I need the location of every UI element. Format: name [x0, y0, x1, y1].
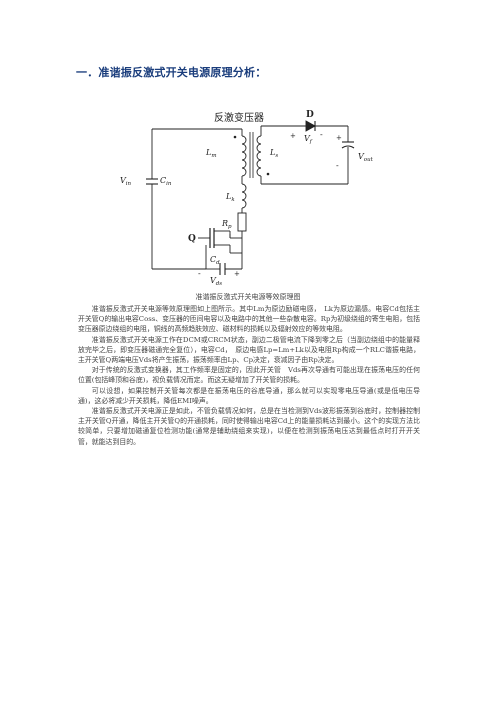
vds-minus: - [198, 269, 201, 278]
svg-text:Cin: Cin [160, 176, 172, 187]
cin-label: C [160, 176, 166, 185]
svg-text:Vin: Vin [120, 176, 132, 187]
vds-label: V [210, 276, 217, 285]
vout-label: V [358, 152, 365, 161]
cd-label: C [210, 255, 216, 264]
figure-caption: 准谐振反激式开关电源等效原理图 [195, 293, 301, 301]
section-heading: 一．准谐振反激式开关电源原理分析： [76, 66, 267, 79]
lm-subscript: m [211, 153, 216, 159]
vf-minus: - [320, 130, 323, 139]
paragraph-1: 准谐振反激式开关电源等效原理图如上图所示。其中Lm为原边励磁电感， Lk为原边漏… [78, 305, 420, 334]
lk-label: L [225, 192, 231, 201]
vds-subscript: ds [216, 281, 223, 287]
paragraph-2: 准谐振反激式开关电源工作在DCM或CRCM状态，副边二极管电流下降到零之后（当副… [78, 335, 420, 365]
ls-label: L [269, 148, 275, 157]
lm-label: L [205, 148, 211, 157]
svg-text:Rp: Rp [221, 219, 232, 230]
vin-label: V [120, 176, 127, 185]
vf-plus: + [290, 132, 296, 140]
svg-text:Lk: Lk [225, 192, 235, 203]
vout-minus: - [336, 161, 339, 170]
circuit-diagram: 反激变压器 [120, 110, 374, 287]
paragraph-3: 对于传统的反激式变换器，其工作频率是固定的，因此开关管 Vds再次导通有可能出现… [78, 366, 420, 385]
rp-label: R [221, 219, 228, 228]
svg-text:Vout: Vout [358, 152, 374, 163]
cd-subscript: d [216, 260, 220, 266]
vin-subscript: in [126, 181, 132, 187]
svg-text:Vds: Vds [210, 276, 222, 287]
ls-subscript: s [275, 153, 278, 159]
lk-subscript: k [231, 197, 235, 203]
body-text: 准谐振反激式开关电源等效原理图如上图所示。其中Lm为原边励磁电感， Lk为原边漏… [78, 304, 420, 447]
transformer-label: 反激变压器 [214, 111, 264, 124]
vout-plus: + [336, 134, 342, 142]
paragraph-4: 可以设想，如果控制开关管每次都是在振荡电压的谷底导通，那么就可以实现零电压导通(… [78, 386, 420, 405]
rp-subscript: p [228, 224, 232, 230]
vds-plus: + [234, 270, 240, 278]
vf-subscript: f [309, 139, 313, 145]
vout-subscript: out [364, 157, 374, 163]
svg-text:Cd: Cd [210, 255, 220, 266]
cin-subscript: in [166, 181, 172, 187]
q-label: Q [188, 234, 196, 244]
vf-label: V [304, 134, 311, 143]
svg-text:Ls: Ls [269, 148, 278, 159]
svg-text:Vf: Vf [304, 134, 313, 145]
svg-text:Lm: Lm [205, 148, 217, 159]
paragraph-5: 准谐振反激式开关电源正是如此，不管负载情况如何，总是在当检测到Vds波形振荡到谷… [78, 407, 420, 446]
diode-label: D [306, 110, 314, 120]
